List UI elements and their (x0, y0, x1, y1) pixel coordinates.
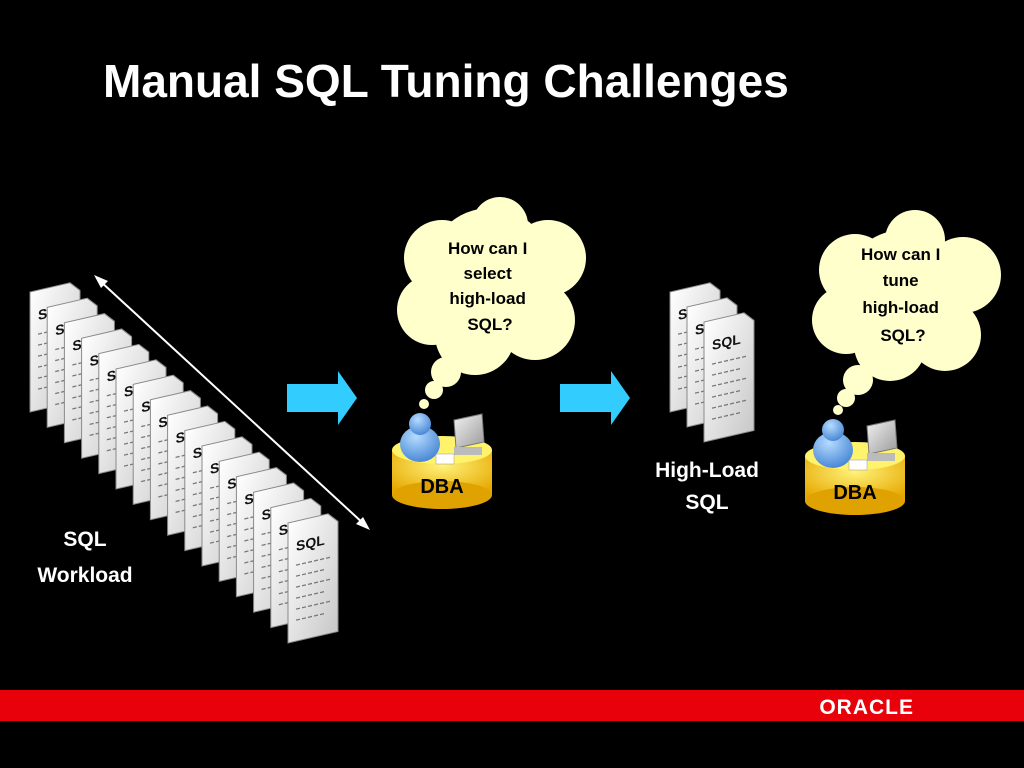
dba2-label: DBA (833, 482, 876, 504)
flow-arrow-right-1 (287, 371, 357, 425)
bubble1-line2: select (464, 264, 513, 283)
workload-label-line1: SQL (63, 528, 106, 551)
diagram-canvas: SQLSQLSQLSQLSQLSQLSQLSQLSQLSQLSQLSQLSQLS… (29, 197, 1001, 644)
person-icon (400, 413, 440, 462)
high-load-sql-documents: SQLSQLSQL (669, 282, 755, 443)
oracle-logo: ORACLE (819, 696, 914, 719)
sql-document-icon: SQL (703, 312, 755, 443)
flow-arrow-right-2 (560, 371, 630, 425)
sql-document-icon: SQL (287, 513, 339, 644)
workload-label-line2: Workload (37, 564, 132, 587)
bubble1-line3: high-load (449, 289, 525, 308)
svg-text:How can I select h: How can I select high-load SQL? (448, 239, 532, 334)
bubble2-line2: tune (883, 271, 919, 290)
thought-bubble-tune: How can I tune high-load SQL? (812, 210, 1001, 415)
bubble2-line1: How can I (861, 245, 940, 264)
slide-title: Manual SQL Tuning Challenges (103, 55, 789, 107)
dba-workstation-2: DBA (805, 419, 905, 515)
highload-label-line1: High-Load (655, 459, 759, 482)
thought-bubble-select: How can I select high-load SQL? (397, 197, 586, 409)
bubble2-line4: SQL? (880, 326, 925, 345)
svg-text:How can I tune hig: How can I tune high-load SQL? (861, 245, 945, 345)
bubble2-line3: high-load (862, 298, 938, 317)
footer-bar: ORACLE (0, 690, 1024, 721)
dba1-label: DBA (420, 476, 463, 498)
computer-monitor-icon (435, 413, 485, 465)
bubble1-line1: How can I (448, 239, 527, 258)
workload-size-arrow (94, 275, 370, 530)
sql-document-label: SQL (712, 332, 741, 355)
dba-workstation-1: DBA (392, 413, 492, 509)
sql-workload-documents: SQLSQLSQLSQLSQLSQLSQLSQLSQLSQLSQLSQLSQLS… (29, 282, 339, 644)
person-icon (813, 419, 853, 468)
sql-document-label: SQL (296, 533, 325, 556)
highload-label-line2: SQL (685, 491, 728, 514)
computer-monitor-icon (848, 419, 898, 471)
bubble1-line4: SQL? (467, 315, 512, 334)
